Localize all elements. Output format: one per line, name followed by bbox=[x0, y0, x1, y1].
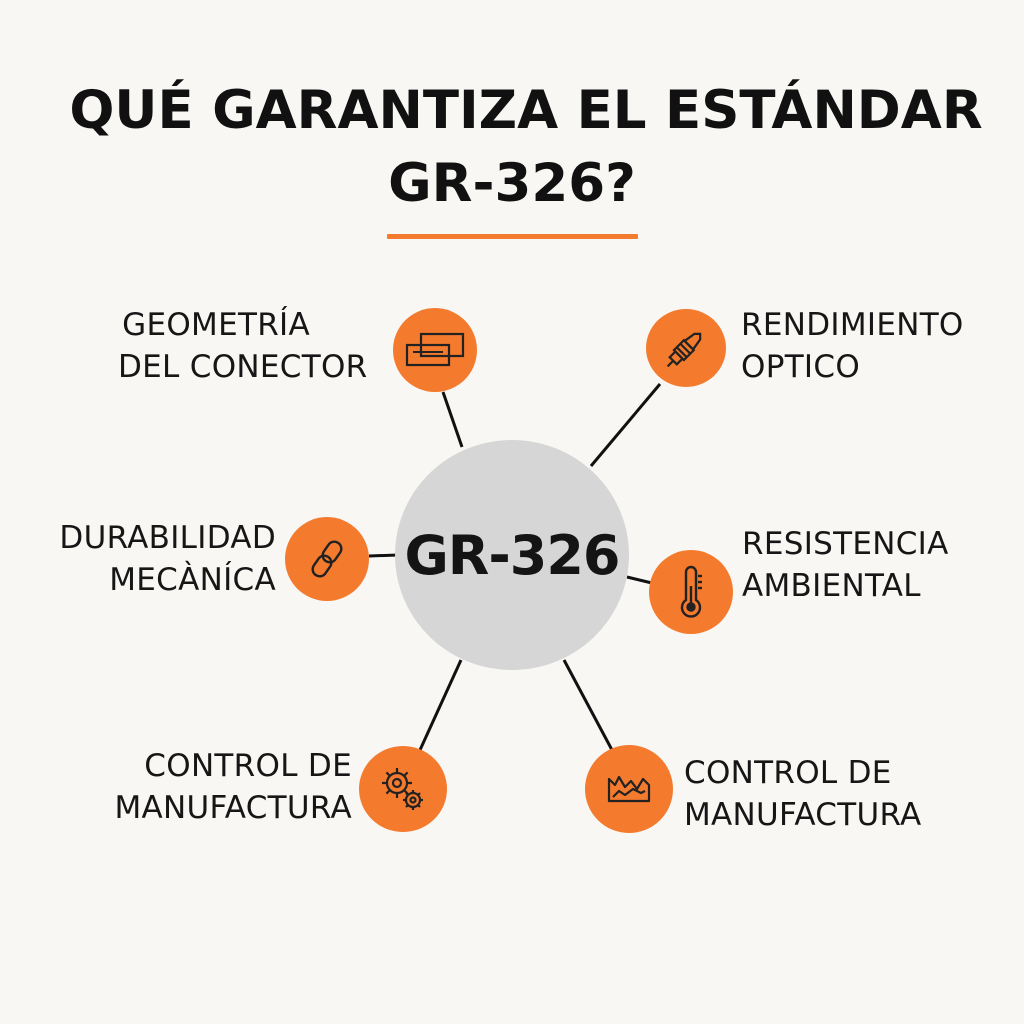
label-geometria: GEOMETRÍA bbox=[110, 304, 310, 346]
connector-rendimiento bbox=[589, 383, 662, 467]
gears-icon bbox=[377, 763, 429, 815]
label-resistencia-line-1: RESISTENCIA bbox=[742, 526, 949, 562]
node-resistencia bbox=[649, 550, 733, 634]
title-line-1: QUÉ GARANTIZA EL ESTÁNDAR bbox=[69, 80, 983, 141]
title-line-2: GR-326? bbox=[388, 153, 636, 214]
connector-icon bbox=[403, 330, 467, 370]
label-rendimiento-line-1: RENDIMIENTO bbox=[741, 307, 964, 343]
label-rendimiento-line-2: OPTICO bbox=[741, 349, 861, 385]
connector-geometria bbox=[441, 391, 464, 448]
label-durabilidad-line-1: DURABILIDAD bbox=[59, 520, 276, 556]
connector-durabilidad bbox=[368, 553, 399, 558]
node-rendimiento bbox=[646, 309, 726, 387]
connector-manufactura-left bbox=[418, 659, 463, 751]
label-geometria-line-1: GEOMETRÍA bbox=[122, 307, 310, 343]
label-manufactura-right-line-2: MANUFACTURA bbox=[684, 797, 922, 833]
chain-link-icon bbox=[303, 535, 351, 583]
node-manufactura-right bbox=[585, 745, 673, 833]
label-resistencia: RESISTENCIA AMBIENTAL bbox=[742, 523, 949, 607]
node-manufactura-left bbox=[359, 746, 447, 832]
label-manufactura-right: CONTROL DE MANUFACTURA bbox=[684, 752, 922, 836]
label-resistencia-line-2: AMBIENTAL bbox=[742, 568, 921, 604]
connector-manufactura-right bbox=[562, 659, 614, 751]
label-geometria-2: DEL CONECTOR bbox=[118, 346, 368, 388]
crown-waveform-icon bbox=[605, 771, 653, 807]
label-manufactura-left-line-2: MANUFACTURA bbox=[114, 790, 352, 826]
label-manufactura-left-line-1: CONTROL DE bbox=[144, 748, 352, 784]
center-label: GR-326 bbox=[404, 523, 620, 587]
node-durabilidad bbox=[285, 517, 369, 601]
thermometer-icon bbox=[673, 564, 709, 620]
label-durabilidad-line-2: MECÀNÍCA bbox=[109, 562, 276, 598]
label-geometria-line-2: DEL CONECTOR bbox=[118, 349, 368, 385]
label-durabilidad: DURABILIDAD MECÀNÍCA bbox=[48, 517, 276, 601]
label-manufactura-left: CONTROL DE MANUFACTURA bbox=[70, 745, 352, 829]
node-geometria bbox=[393, 308, 477, 392]
title-underline bbox=[387, 234, 638, 239]
center-hub: GR-326 bbox=[395, 440, 629, 670]
fiber-probe-icon bbox=[660, 322, 712, 374]
label-rendimiento: RENDIMIENTO OPTICO bbox=[741, 304, 964, 388]
label-manufactura-right-line-1: CONTROL DE bbox=[684, 755, 892, 791]
